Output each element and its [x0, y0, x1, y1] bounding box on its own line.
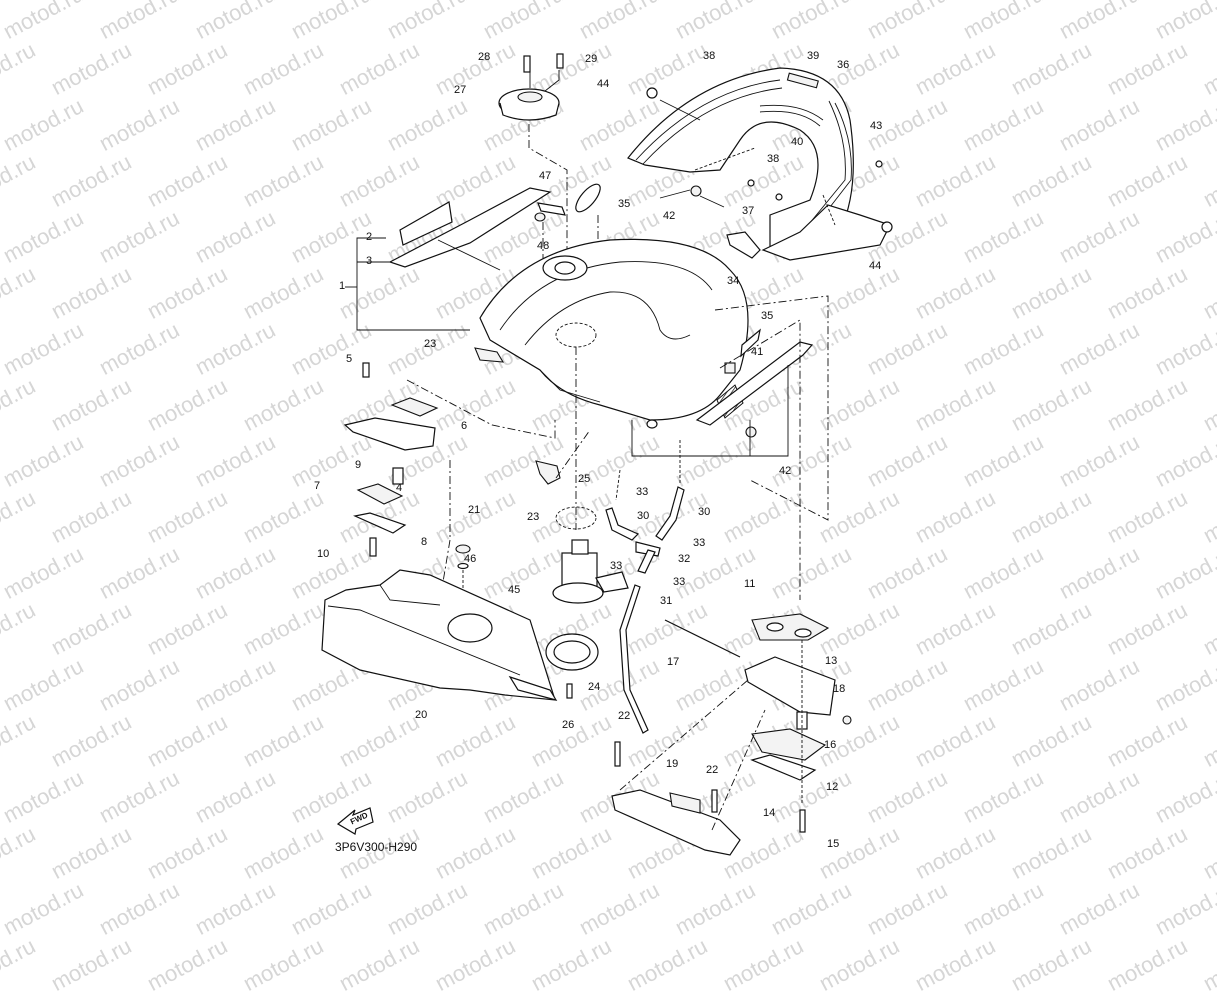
fuel-tank	[479, 238, 749, 530]
watermark-text: motod.ru	[238, 933, 328, 996]
part-label-18: 18	[833, 683, 846, 695]
part-label-19: 19	[666, 758, 679, 770]
part-label-3: 3	[366, 255, 373, 267]
part-label-37: 37	[742, 205, 755, 217]
part-label-11: 11	[744, 578, 756, 590]
part-label-30: 30	[637, 510, 650, 522]
diagram-code: 3P6V300-H290	[335, 840, 418, 854]
watermark-text: motod.ru	[814, 933, 904, 996]
part-label-16: 16	[824, 739, 837, 751]
tank-dampers	[474, 347, 591, 485]
part-label-24: 24	[588, 681, 601, 693]
fwd-arrow-icon	[336, 807, 374, 835]
part-label-40: 40	[791, 136, 804, 148]
tank-rear-mount	[611, 613, 852, 856]
watermark-text: motod.ru	[526, 933, 616, 996]
part-label-27: 27	[454, 84, 467, 96]
tank-decal-left	[388, 187, 552, 271]
tank-front-mount	[343, 362, 556, 601]
part-label-21: 21	[468, 504, 481, 516]
rear-bracket-assembly	[627, 67, 891, 261]
part-label-13: 13	[825, 655, 838, 667]
part-label-32: 32	[678, 553, 691, 565]
part-label-22: 22	[706, 764, 719, 776]
bracket-fasteners	[646, 87, 893, 438]
fuel-cap	[498, 53, 568, 300]
part-label-12: 12	[826, 781, 839, 793]
part-label-9: 9	[355, 459, 362, 471]
diagram-drawing	[321, 53, 893, 856]
part-label-35: 35	[761, 310, 774, 322]
watermark-text: motod.ru	[718, 933, 808, 996]
part-label-38: 38	[703, 50, 716, 62]
fuel-hoses	[605, 440, 685, 734]
part-label-17: 17	[667, 656, 680, 668]
part-label-8: 8	[421, 536, 428, 548]
watermark-text: motod.ru	[46, 933, 136, 996]
part-label-15: 15	[827, 838, 840, 850]
part-label-42: 42	[779, 465, 792, 477]
tank-decal-right	[631, 231, 829, 600]
part-label-42: 42	[663, 210, 676, 222]
part-label-39: 39	[807, 50, 820, 62]
watermark-text: motod.ru	[1198, 933, 1217, 996]
air-box-cover	[321, 569, 558, 701]
part-label-45: 45	[508, 584, 521, 596]
part-label-28: 28	[478, 51, 491, 63]
part-label-29: 29	[585, 53, 598, 65]
watermark-text: motod.ru	[1102, 933, 1192, 996]
part-label-23: 23	[424, 338, 437, 350]
part-label-6: 6	[461, 420, 468, 432]
part-label-2: 2	[366, 231, 373, 243]
part-label-22: 22	[618, 710, 631, 722]
part-label-10: 10	[317, 548, 330, 560]
part-label-47: 47	[539, 170, 552, 182]
part-label-20: 20	[415, 709, 428, 721]
watermark-text: motod.ru	[334, 933, 424, 996]
part-label-48: 48	[537, 240, 550, 252]
part-label-33: 33	[636, 486, 649, 498]
part-label-33: 33	[610, 560, 623, 572]
part-label-44: 44	[869, 260, 882, 272]
part-label-33: 33	[693, 537, 706, 549]
part-label-30: 30	[698, 506, 711, 518]
part-label-4: 4	[396, 482, 403, 494]
part-label-44: 44	[597, 78, 610, 90]
part-label-14: 14	[763, 807, 776, 819]
part-label-25: 25	[578, 473, 591, 485]
part-label-23: 23	[527, 511, 540, 523]
part-label-46: 46	[464, 553, 477, 565]
watermark-text: motod.ru	[910, 933, 1000, 996]
watermark-text: motod.ru	[0, 933, 40, 996]
watermark-text: motod.ru	[1006, 933, 1096, 996]
watermark-text: motod.ru	[142, 933, 232, 996]
part-label-1: 1	[339, 280, 346, 292]
part-label-43: 43	[870, 120, 883, 132]
part-label-34: 34	[727, 275, 740, 287]
part-label-41: 41	[751, 346, 764, 358]
part-label-26: 26	[562, 719, 575, 731]
group-1-left-bracket	[345, 237, 470, 331]
part-label-35: 35	[618, 198, 631, 210]
part-label-36: 36	[837, 59, 850, 71]
part-label-33: 33	[673, 576, 686, 588]
part-label-7: 7	[314, 480, 321, 492]
part-label-38: 38	[767, 153, 780, 165]
fuel-pump-assembly	[455, 506, 629, 699]
part-label-31: 31	[660, 595, 673, 607]
part-label-5: 5	[346, 353, 353, 365]
watermark-text: motod.ru	[430, 933, 520, 996]
watermark-text: motod.ru	[622, 933, 712, 996]
